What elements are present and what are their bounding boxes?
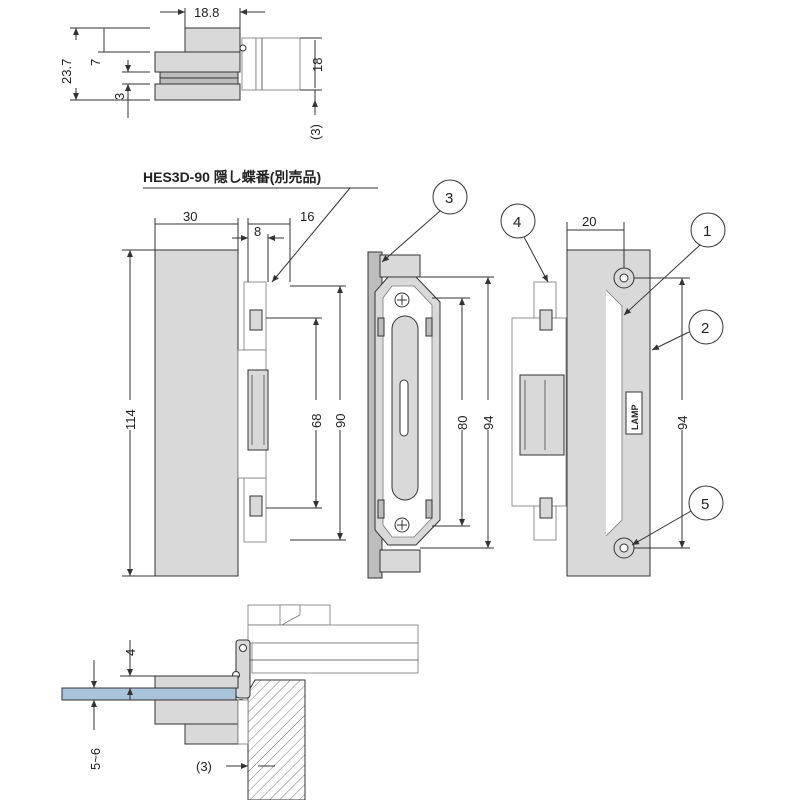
dim-7: 7	[88, 59, 103, 66]
dim-23-7: 23.7	[59, 59, 74, 84]
dim-4: 4	[123, 649, 138, 656]
svg-text:4: 4	[513, 214, 521, 231]
callout-5: 5	[631, 485, 724, 546]
dim-90: 90	[333, 414, 348, 428]
dim-16: 16	[300, 209, 314, 224]
svg-text:2: 2	[701, 320, 709, 337]
callout-2: 2	[651, 309, 724, 351]
dim-114: 114	[123, 409, 138, 430]
dim-30: 30	[183, 209, 197, 224]
dim-20: 20	[582, 214, 596, 229]
svg-text:1: 1	[703, 223, 711, 240]
callouts: 1 2 3 4 5	[381, 179, 726, 546]
plate-view: 80 94	[367, 251, 496, 579]
dim-18-8: 18.8	[194, 5, 219, 20]
hinge-caption: HES3D-90 隠し蝶番(別売品)	[143, 169, 321, 185]
svg-text:3: 3	[445, 190, 453, 207]
callout-4: 4	[500, 203, 549, 283]
svg-text:5: 5	[701, 496, 709, 513]
dim-5-6: 5~6	[88, 748, 103, 770]
front-view: HES3D-90 隠し蝶番(別売品) 30 16 8 114	[122, 169, 378, 577]
dim-94-plate: 94	[481, 416, 496, 430]
dim-18: 18	[310, 58, 325, 72]
dim-68: 68	[309, 414, 324, 428]
dim-94-back: 94	[675, 416, 690, 430]
back-view: LAMP 20 94	[511, 214, 690, 577]
dim-8: 8	[254, 224, 261, 239]
dim-paren-3-section: (3)	[196, 759, 212, 774]
dim-3: 3	[112, 93, 127, 100]
top-view: 18.8 23.7 7 3 18 (3)	[59, 5, 325, 140]
callout-1: 1	[623, 212, 726, 316]
lamp-logo: LAMP	[630, 405, 640, 431]
dim-paren-3-top: (3)	[308, 124, 323, 140]
callout-3: 3	[381, 179, 468, 263]
section-view: 4 5~6 (3)	[61, 604, 419, 800]
dim-80: 80	[455, 416, 470, 430]
